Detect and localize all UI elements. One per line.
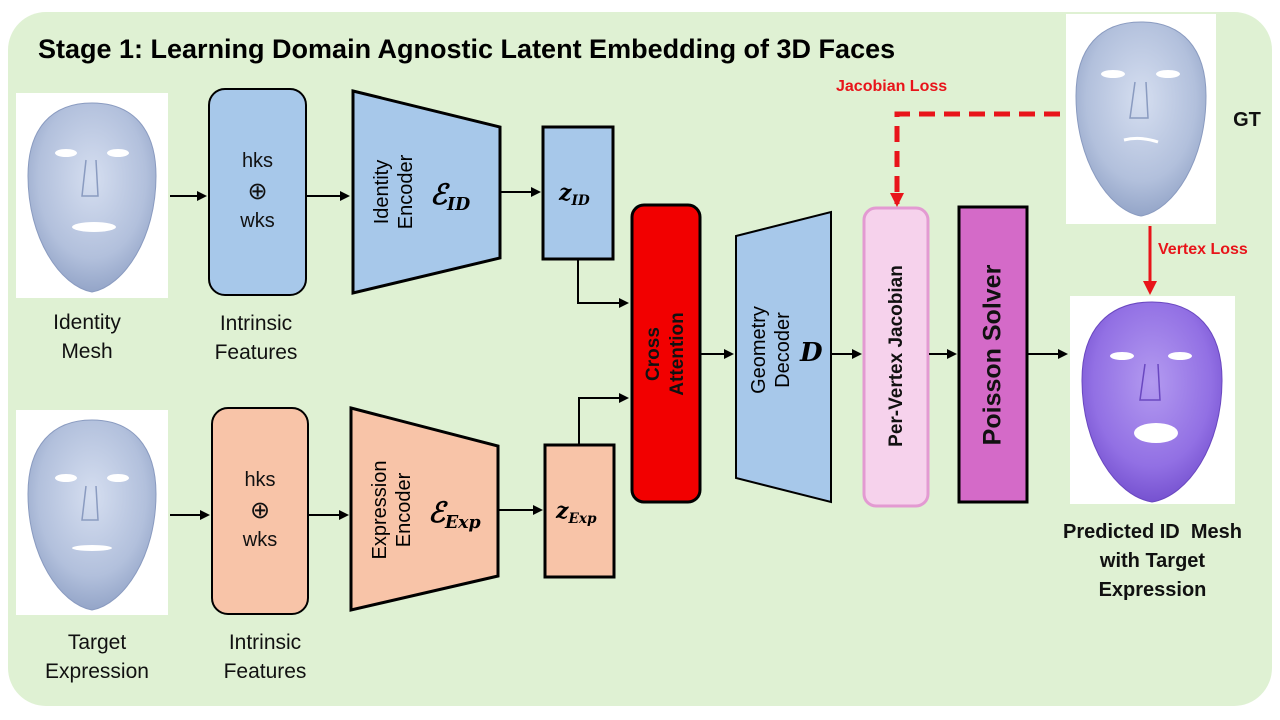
per-vertex-jacobian-label: Per-Vertex Jacobian [886,265,907,447]
gt-mesh-image [1066,14,1216,224]
predicted-mesh-label: Predicted ID Mesh with Target Expression [1063,521,1242,601]
identity-encoder-label: Identity Encoder [371,154,417,230]
z-exp-label: zExp [556,498,597,527]
cross-attention-box [630,203,702,504]
jacobian-loss-label: Jacobian Loss [836,78,948,95]
geometry-decoder-shape [735,210,832,504]
predicted-mesh-image [1070,296,1235,504]
intrinsic-features-bottom-caption: Intrinsic Features [223,631,307,683]
expression-encoder-shape [349,406,500,612]
gt-label: GT [1233,109,1261,131]
poisson-solver-label: Poisson Solver [978,264,1007,446]
features-bottom-content: hks ⊕ wks [242,469,278,551]
cross-attention-label: Cross Attention [643,312,688,396]
expression-encoder-label: Expression Encoder [369,460,415,560]
per-vertex-jacobian-box [862,206,930,508]
diagram-title: Stage 1: Learning Domain Agnostic Latent… [38,34,896,64]
arrow-zid-to-cross-attention [577,260,629,308]
z-id-label: zID [559,180,590,209]
vertex-loss-label: Vertex Loss [1158,241,1248,258]
target-expression-image [16,410,168,615]
intrinsic-features-box-bottom [211,407,309,615]
target-expression-label: Target Expression [45,631,149,683]
geometry-decoder-label: Geometry Decoder [748,306,794,394]
identity-encoder-symbol: ℰID [430,178,471,216]
poisson-solver-box [957,205,1029,504]
identity-mesh-label: Identity Mesh [53,311,121,363]
jacobian-loss-arrow [890,111,1060,207]
identity-mesh-image [16,93,168,298]
arrow-zexp-to-cross-attention [578,393,629,444]
intrinsic-features-top-caption: Intrinsic Features [214,312,298,364]
expression-encoder-symbol: ℰExp [428,496,481,534]
z-exp-box [543,443,616,579]
z-id-box [541,125,615,261]
intrinsic-features-box-top [208,88,307,296]
identity-encoder-shape [351,89,502,295]
features-top-content: hks ⊕ wks [240,150,275,232]
geometry-decoder-symbol: D [800,338,823,368]
